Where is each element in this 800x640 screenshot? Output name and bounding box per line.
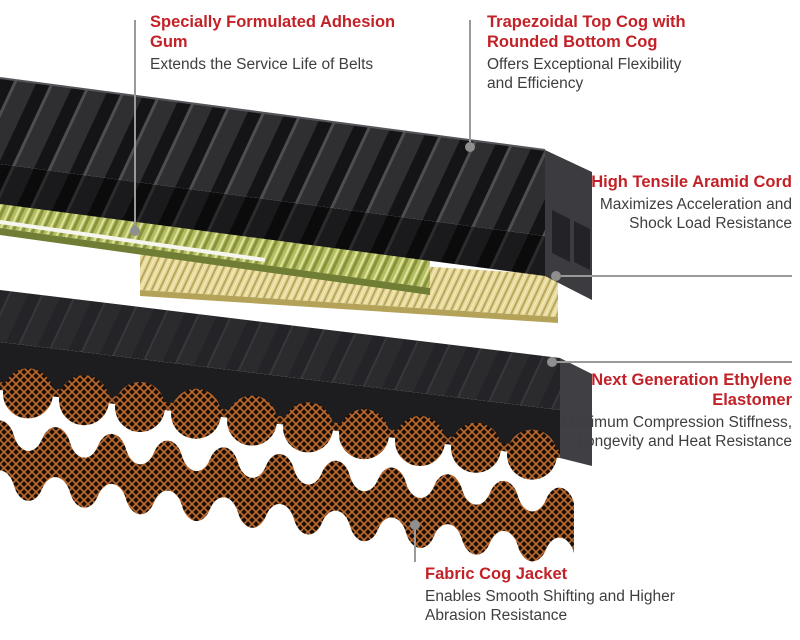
callout-desc: Offers Exceptional Flexibility and Effic… [487,56,682,93]
callout-title: Specially Formulated Adhesion Gum [150,13,396,52]
callout-dot-elastomer [547,357,557,367]
callout-desc: Extends the Service Life of Belts [150,56,374,74]
callout-desc: Maximum Compression Stiffness, Longevity… [561,414,792,451]
elastomer-layer [0,290,592,480]
callout-desc: Maximizes Acceleration and Shock Load Re… [599,196,792,233]
callout-title: Next Generation Ethylene Elastomer [591,371,792,410]
callout-desc: Enables Smooth Shifting and Higher Abras… [425,588,675,625]
cog-cross-section [574,221,590,270]
callout-elastomer: Next Generation Ethylene Elastomer Maxim… [557,370,792,452]
callout-dot-adhesion [130,226,140,236]
callout-dot-aramid [551,271,561,281]
callout-title: Fabric Cog Jacket [425,565,568,583]
bottom-cogs-with-fabric [3,368,557,480]
callout-top-cog: Trapezoidal Top Cog with Rounded Bottom … [487,12,692,94]
adhesion-gum-layer [0,196,430,295]
callout-dot-jacket [410,520,420,530]
callout-title: High Tensile Aramid Cord [591,173,792,191]
callout-fabric-jacket: Fabric Cog Jacket Enables Smooth Shiftin… [425,564,695,626]
gum-white-stripe [0,220,266,262]
cog-cross-section [552,210,570,262]
callout-lines [134,20,792,562]
callout-adhesion-gum: Specially Formulated Adhesion Gum Extend… [150,12,415,74]
fabric-cog-jacket-layer [0,420,574,562]
callout-aramid-cord: High Tensile Aramid Cord Maximizes Accel… [572,172,792,234]
callout-title: Trapezoidal Top Cog with Rounded Bottom … [487,13,686,52]
top-cog-layer [0,77,592,300]
callout-dot-topcog [465,142,475,152]
callout-dots [130,142,561,530]
